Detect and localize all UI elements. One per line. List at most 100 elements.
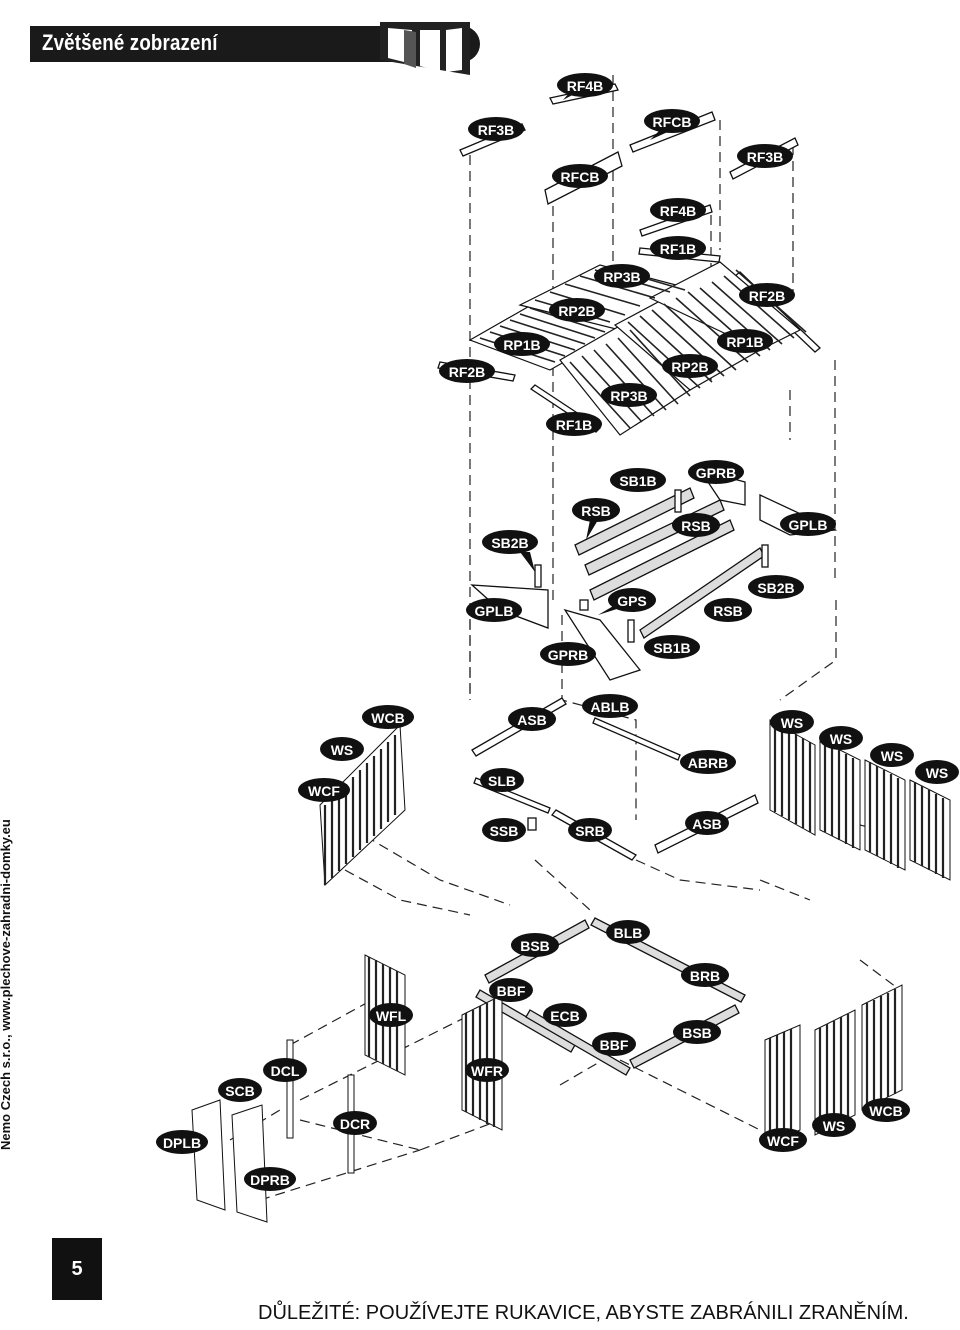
- part-label-text: BSB: [520, 938, 550, 954]
- part-label-text: SRB: [575, 823, 605, 839]
- part-label-text: GPS: [617, 593, 647, 609]
- part-label-text: SB1B: [653, 640, 690, 656]
- part-label-text: DCL: [271, 1063, 300, 1079]
- part-label: RF2B: [439, 359, 495, 383]
- part-label: WS: [770, 710, 814, 734]
- part-label: BRB: [681, 963, 729, 987]
- part-label: GPLB: [466, 598, 522, 622]
- part-label: SCB: [218, 1078, 262, 1102]
- part-label: GPLB: [780, 512, 836, 536]
- part-label-text: BLB: [614, 925, 643, 941]
- part-label: WCF: [759, 1128, 807, 1152]
- part-label-text: WS: [881, 748, 904, 764]
- part-label-text: RP1B: [503, 337, 540, 353]
- part-label-text: RSB: [681, 518, 711, 534]
- part-label-text: ECB: [550, 1008, 580, 1024]
- part-label-text: RF2B: [449, 364, 486, 380]
- part-label: RP1B: [717, 329, 773, 353]
- part-label: SRB: [568, 818, 612, 842]
- part-label-text: WFL: [376, 1008, 407, 1024]
- part-label: ASB: [685, 811, 729, 835]
- part-label-text: GPLB: [789, 517, 828, 533]
- part-label: GPS: [598, 588, 656, 615]
- part-label-text: SSB: [490, 823, 519, 839]
- part-label: GPRB: [540, 642, 596, 666]
- part-label-text: WCF: [308, 783, 340, 799]
- wall-panels-lower: [191, 954, 903, 1223]
- part-label-text: RSB: [581, 503, 611, 519]
- part-label: BBF: [489, 978, 533, 1002]
- part-label: RF1B: [650, 236, 706, 260]
- part-label-text: BBF: [600, 1037, 629, 1053]
- part-label: SB2B: [748, 575, 804, 599]
- part-label: WS: [819, 726, 863, 750]
- part-label: RSB: [572, 498, 620, 540]
- part-label: RP2B: [549, 298, 605, 322]
- part-label: RFCB: [552, 164, 608, 188]
- part-label: WFL: [369, 1003, 413, 1027]
- part-label-text: RF2B: [749, 288, 786, 304]
- part-label-text: DPLB: [163, 1135, 201, 1151]
- side-vendor-text: Nemo Czech s.r.o., www.plechove-zahradni…: [0, 819, 13, 1150]
- part-label: BSB: [673, 1020, 721, 1044]
- part-label-text: RFCB: [561, 169, 600, 185]
- part-label: DPRB: [244, 1167, 296, 1191]
- part-label-text: ASB: [692, 816, 722, 832]
- page-number: 5: [52, 1238, 102, 1300]
- part-label-text: RP2B: [671, 359, 708, 375]
- gable-and-beam-parts: [470, 468, 838, 681]
- part-label: WS: [870, 743, 914, 767]
- part-label: RSB: [672, 513, 720, 537]
- part-label-text: SB2B: [757, 580, 794, 596]
- part-label-text: RF1B: [556, 417, 593, 433]
- part-label: RP3B: [594, 264, 650, 288]
- header-logo-graphic: [380, 22, 470, 75]
- part-label: SB1B: [644, 635, 700, 659]
- part-label-text: WFR: [471, 1063, 503, 1079]
- part-labels: RF4B RF3B RFCB RFCB RF3B RF4B RF1B RP3B …: [156, 73, 959, 1191]
- part-label: RF4B: [557, 73, 613, 100]
- part-label: GPRB: [688, 460, 744, 484]
- part-label-text: RP2B: [558, 303, 595, 319]
- part-label: DPLB: [156, 1130, 208, 1154]
- part-label: WCF: [298, 778, 350, 802]
- part-label-text: RF4B: [660, 203, 697, 219]
- part-label: ABLB: [582, 694, 638, 718]
- part-label-text: ASB: [517, 712, 547, 728]
- part-label: WS: [812, 1113, 856, 1137]
- part-label-text: DPRB: [250, 1172, 290, 1188]
- part-label: SB1B: [610, 468, 666, 492]
- part-label-text: WS: [781, 715, 804, 731]
- part-label: ASB: [508, 707, 556, 731]
- part-label: RF4B: [650, 198, 706, 222]
- part-label-text: WS: [823, 1118, 846, 1134]
- part-label: RF3B: [468, 117, 524, 141]
- part-label: BBF: [592, 1032, 636, 1056]
- part-label: RF3B: [737, 144, 793, 168]
- part-label-text: SB2B: [491, 535, 528, 551]
- part-label: RF1B: [546, 412, 602, 436]
- part-label: RFCB: [644, 109, 700, 140]
- part-label: RP2B: [662, 354, 718, 378]
- part-label: RP3B: [601, 383, 657, 407]
- part-label: BLB: [606, 920, 650, 944]
- part-label-text: RF3B: [747, 149, 784, 165]
- part-label-text: DCR: [340, 1116, 370, 1132]
- part-label-text: BSB: [682, 1025, 712, 1041]
- part-label: RF2B: [739, 283, 795, 307]
- part-label-text: ABLB: [591, 699, 630, 715]
- page-title: Zvětšené zobrazení: [42, 30, 218, 55]
- part-label-text: SLB: [488, 773, 516, 789]
- part-label: WFR: [465, 1058, 509, 1082]
- part-label-text: GPLB: [475, 603, 514, 619]
- part-label-text: WS: [830, 731, 853, 747]
- part-label-text: RP3B: [603, 269, 640, 285]
- part-label-text: BBF: [497, 983, 526, 999]
- part-label: WCB: [862, 1098, 910, 1122]
- part-label-text: SCB: [225, 1083, 255, 1099]
- part-label: ABRB: [680, 750, 736, 774]
- part-label-text: GPRB: [696, 465, 736, 481]
- part-label-text: RSB: [713, 603, 743, 619]
- part-label-text: RF4B: [567, 78, 604, 94]
